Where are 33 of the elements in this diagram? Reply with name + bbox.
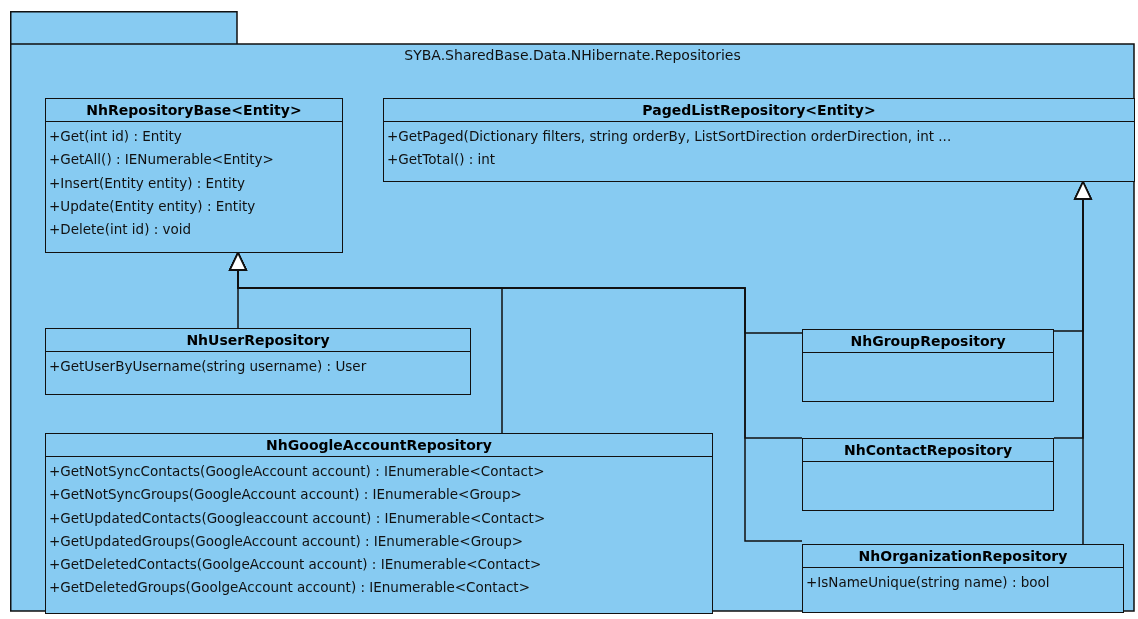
class-box bbox=[802, 544, 1124, 613]
method-signature: +GetNotSyncContacts(GoogleAccount account) : IEnumerable<Contact> bbox=[49, 462, 545, 481]
method-signature: +Update(Entity entity) : Entity bbox=[49, 196, 256, 216]
method-signature: +IsNameUnique(string name) : bool bbox=[806, 573, 1050, 592]
method-signature: +GetTotal() : int bbox=[387, 150, 496, 170]
class-name: NhUserRepository bbox=[186, 331, 330, 350]
method-signature: +Get(int id) : Entity bbox=[49, 127, 182, 146]
class-box bbox=[802, 438, 1054, 511]
package-frame bbox=[10, 11, 1135, 612]
method-signature: +GetNotSyncGroups(GoogleAccount account) : IEnumerable<Group> bbox=[49, 485, 522, 505]
method-signature: +Delete(int id) : void bbox=[49, 220, 192, 240]
method-signature: +GetUserByUsername(string username) : User bbox=[49, 357, 367, 376]
class-name: NhOrganizationRepository bbox=[858, 547, 1068, 566]
class-name: NhContactRepository bbox=[843, 441, 1013, 460]
class-box bbox=[45, 328, 471, 395]
class-box bbox=[45, 98, 343, 253]
class-box bbox=[45, 433, 713, 614]
class-name: NhRepositoryBase<Entity> bbox=[86, 101, 302, 120]
method-signature: +Insert(Entity entity) : Entity bbox=[49, 173, 245, 193]
generalization-arrow bbox=[229, 252, 803, 542]
method-signature: +GetPaged(Dictionary filters, string orderBy, ListSortDirection orderDirection, int ... bbox=[387, 127, 952, 146]
method-signature: +GetAll() : IENumerable<Entity> bbox=[49, 150, 274, 170]
generalization-arrow bbox=[1074, 181, 1092, 545]
method-signature: +GetUpdatedGroups(GoogleAccount account) : IEnumerable<Group> bbox=[49, 531, 524, 551]
method-signature: +GetDeletedGroups(GoolgeAccount account) : IEnumerable<Contact> bbox=[49, 578, 530, 598]
class-box bbox=[383, 98, 1135, 182]
class-box bbox=[802, 329, 1054, 402]
class-name: NhGroupRepository bbox=[850, 332, 1006, 351]
package-name: SYBA.SharedBase.Data.NHibernate.Repositories bbox=[403, 47, 742, 63]
class-name: PagedListRepository<Entity> bbox=[642, 101, 876, 120]
method-signature: +GetUpdatedContacts(Googleaccount account) : IEnumerable<Contact> bbox=[49, 508, 546, 528]
class-name: NhGoogleAccountRepository bbox=[266, 436, 492, 455]
method-signature: +GetDeletedContacts(GoolgeAccount account) : IEnumerable<Contact> bbox=[49, 555, 542, 575]
